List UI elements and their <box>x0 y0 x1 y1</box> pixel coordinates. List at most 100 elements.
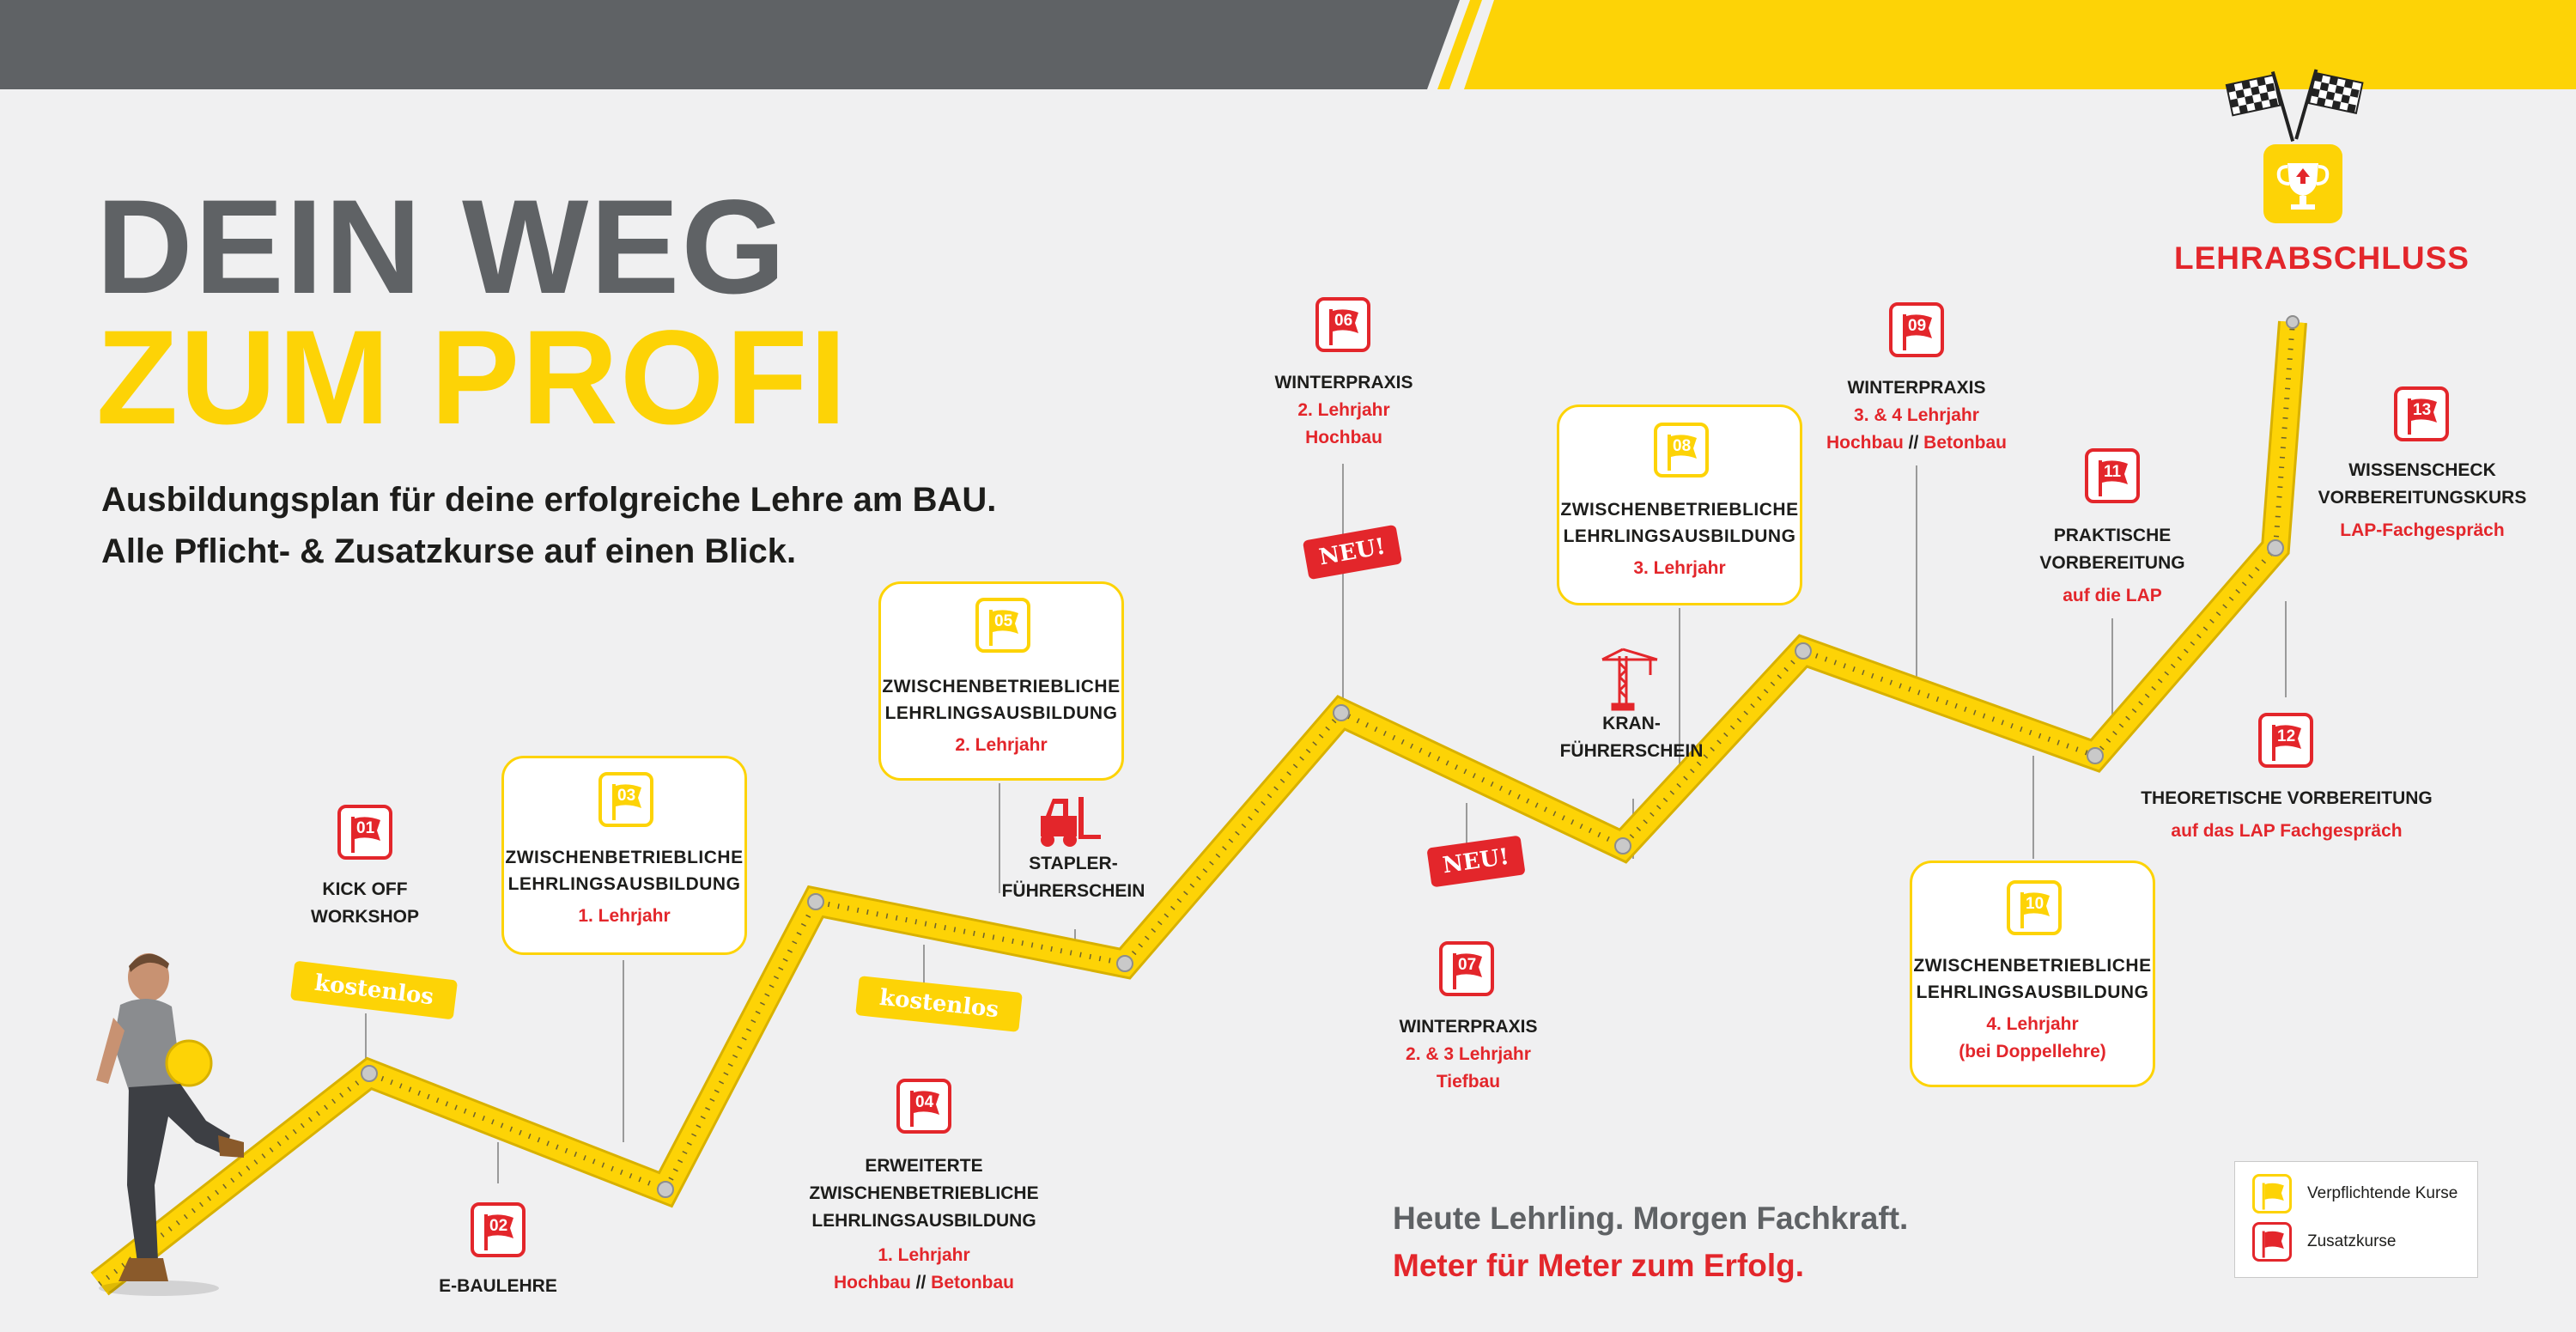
step-01-label: KICK OFF WORKSHOP <box>283 876 447 931</box>
flag-icon <box>2252 1222 2292 1262</box>
title-line-1: DEIN WEG <box>96 173 787 322</box>
flag-icon: 12 <box>2258 713 2313 768</box>
stapler-line1: STAPLER- <box>1029 854 1118 873</box>
step-06-label: WINTERPRAXIS 2. Lehrjahr Hochbau <box>1245 369 1443 452</box>
step-07-label: WINTERPRAXIS 2. & 3 Lehrjahr Tiefbau <box>1365 1013 1571 1096</box>
forklift-icon <box>1041 797 1101 847</box>
trophy-icon <box>2263 144 2342 223</box>
slogan-line-2: Meter für Meter zum Erfolg. <box>1393 1248 1804 1283</box>
flag-icon: 11 <box>2085 448 2140 503</box>
step-10-line2: LEHRLINGSAUSBILDUNG <box>1916 982 2149 1002</box>
step-01-number: 01 <box>356 819 375 837</box>
step-07-detail1: 2. & 3 Lehrjahr <box>1406 1044 1531 1064</box>
flag-icon: 10 <box>2007 880 2062 935</box>
step-03-number: 03 <box>617 787 636 805</box>
step-09-detail2: Hochbau // Betonbau <box>1803 429 2030 457</box>
step-09-detail1: 3. & 4 Lehrjahr <box>1854 405 1979 425</box>
step-11-number: 11 <box>2104 463 2122 481</box>
legend-item-zusatz: Zusatzkurse <box>2252 1222 2476 1265</box>
flag-icon: 08 <box>1654 423 1709 477</box>
kran-label: KRAN- FÜHRERSCHEIN <box>1537 710 1726 765</box>
step-07-detail2: Tiefbau <box>1436 1072 1501 1092</box>
flag-icon: 13 <box>2394 386 2449 441</box>
crane-icon <box>1601 648 1658 711</box>
step-13-line1: WISSENSCHECK <box>2348 460 2496 480</box>
flag-icon: 07 <box>1439 941 1494 996</box>
step-09-label: WINTERPRAXIS 3. & 4 Lehrjahr Hochbau // … <box>1803 374 2030 457</box>
folding-ruler <box>90 315 2307 1296</box>
step-12-number: 12 <box>2277 727 2296 745</box>
step-04-detail2b: Betonbau <box>931 1273 1014 1292</box>
step-08-number: 08 <box>1673 437 1692 455</box>
step-10-box: 10 ZWISCHENBETRIEBLICHE LEHRLINGSAUSBILD… <box>1910 861 2155 1087</box>
step-13-label: WISSENSCHECK VORBEREITUNGSKURS LAP-Fachg… <box>2306 457 2538 544</box>
step-10-line1: ZWISCHENBETRIEBLICHE <box>1913 956 2152 976</box>
step-08-detail: 3. Lehrjahr <box>1633 558 1726 578</box>
step-12-detail: auf das LAP Fachgespräch <box>2171 821 2403 841</box>
step-10-number: 10 <box>2026 895 2044 913</box>
step-04-detail2sep: // <box>910 1273 932 1292</box>
step-11-label: PRAKTISCHE VORBEREITUNG auf die LAP <box>2018 522 2207 610</box>
step-04-detail2: Hochbau // Betonbau <box>752 1269 1096 1297</box>
step-08-line2: LEHRLINGSAUSBILDUNG <box>1563 526 1796 546</box>
step-07-line1: WINTERPRAXIS <box>1399 1017 1538 1037</box>
step-03-line2: LEHRLINGSAUSBILDUNG <box>507 874 741 894</box>
step-06-line1: WINTERPRAXIS <box>1274 373 1413 392</box>
step-09-detail2a: Hochbau <box>1826 433 1904 453</box>
title-line-2: ZUM PROFI <box>96 303 848 453</box>
header-gray-bar <box>0 0 1460 89</box>
step-04-detail2a: Hochbau <box>833 1273 911 1292</box>
legend-label-zusatz: Zusatzkurse <box>2307 1232 2397 1250</box>
flag-icon: 06 <box>1315 297 1370 352</box>
step-04-label: ERWEITERTE ZWISCHENBETRIEBLICHE LEHRLING… <box>752 1153 1096 1297</box>
step-09-detail2sep: // <box>1903 433 1924 453</box>
apprentice-figure <box>96 953 244 1296</box>
step-09-detail2b: Betonbau <box>1923 433 2007 453</box>
step-01-line1: KICK OFF <box>322 879 408 899</box>
step-05-number: 05 <box>994 612 1013 630</box>
step-05-line1: ZWISCHENBETRIEBLICHE <box>882 677 1121 696</box>
flag-icon <box>2252 1174 2292 1213</box>
step-05-box: 05 ZWISCHENBETRIEBLICHE LEHRLINGSAUSBILD… <box>878 581 1124 781</box>
subtitle-line-1: Ausbildungsplan für deine erfolgreiche L… <box>101 481 997 519</box>
step-13-number: 13 <box>2413 401 2432 419</box>
subtitle-line-2: Alle Pflicht- & Zusatzkurse auf einen Bl… <box>101 532 797 570</box>
step-04-line1: ERWEITERTE ZWISCHENBETRIEBLICHE <box>809 1156 1039 1203</box>
step-11-detail: auf die LAP <box>2063 586 2162 605</box>
flag-icon: 02 <box>471 1202 526 1257</box>
legend: Verpflichtende Kurse Zusatzkurse <box>2234 1161 2478 1278</box>
flag-icon: 09 <box>1889 302 1944 357</box>
step-03-detail: 1. Lehrjahr <box>578 906 671 926</box>
flag-icon: 01 <box>337 805 392 860</box>
step-11-line2: VORBEREITUNG <box>2039 553 2185 573</box>
step-05-detail: 2. Lehrjahr <box>955 735 1048 755</box>
step-09-number: 09 <box>1908 317 1927 335</box>
stapler-line2: FÜHRERSCHEIN <box>1001 881 1145 901</box>
step-04-detail1: 1. Lehrjahr <box>878 1245 970 1265</box>
header-yellow-stripe <box>1437 0 1482 89</box>
flag-icon: 04 <box>896 1079 951 1134</box>
step-08-box: 08 ZWISCHENBETRIEBLICHE LEHRLINGSAUSBILD… <box>1557 404 1802 605</box>
kran-line1: KRAN- <box>1602 714 1661 733</box>
step-13-line2: VORBEREITUNGSKURS <box>2318 488 2527 508</box>
step-01-line2: WORKSHOP <box>311 907 419 927</box>
step-04-line2: LEHRLINGSAUSBILDUNG <box>811 1211 1036 1231</box>
step-05-line2: LEHRLINGSAUSBILDUNG <box>884 703 1118 723</box>
step-06-number: 06 <box>1334 312 1353 330</box>
slogan-line-1: Heute Lehrling. Morgen Fachkraft. <box>1393 1201 1909 1236</box>
step-04-number: 04 <box>915 1093 934 1111</box>
legend-item-pflicht: Verpflichtende Kurse <box>2252 1174 2476 1217</box>
step-02-label: E-BAULEHRE <box>439 1276 557 1296</box>
header-yellow-bar <box>1464 0 2576 89</box>
checkered-flags-icon <box>2225 69 2364 142</box>
step-12-label: THEORETISCHE VORBEREITUNG auf das LAP Fa… <box>2128 785 2445 845</box>
step-12-line1: THEORETISCHE VORBEREITUNG <box>2141 788 2433 808</box>
step-10-detail2: (bei Doppellehre) <box>1959 1042 2106 1061</box>
final-label: LEHRABSCHLUSS <box>2174 240 2470 276</box>
stapler-label: STAPLER- FÜHRERSCHEIN <box>979 850 1168 905</box>
step-03-line1: ZWISCHENBETRIEBLICHE <box>505 848 744 867</box>
step-08-line1: ZWISCHENBETRIEBLICHE <box>1560 500 1799 520</box>
flag-icon: 03 <box>598 772 653 827</box>
step-03-box: 03 ZWISCHENBETRIEBLICHE LEHRLINGSAUSBILD… <box>501 756 747 955</box>
